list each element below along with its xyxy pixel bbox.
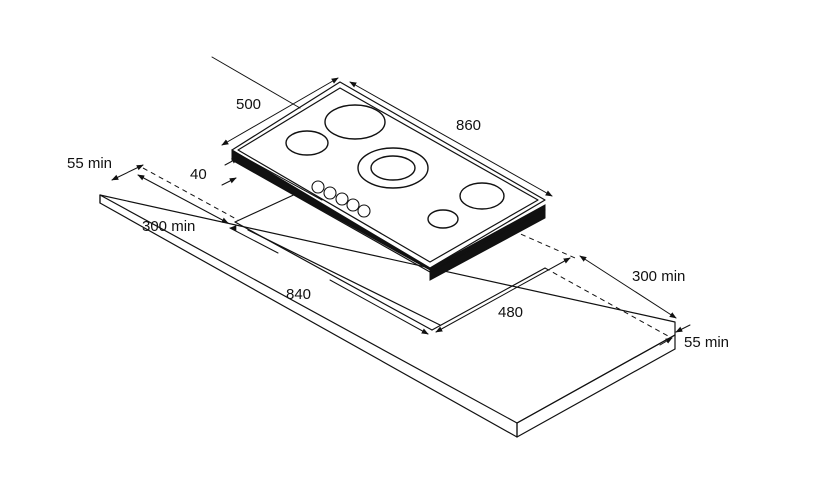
burner-rear-right [459,182,505,210]
label-hob-width: 860 [456,117,481,134]
label-cutout-depth: 480 [498,304,523,321]
dimension-line-hob-width [349,81,553,197]
label-left-clearance: 300 min [142,218,195,235]
dimension-line-rear-clearance [659,324,691,346]
burner-front-right [427,209,459,229]
label-front-clearance: 55 min [67,155,112,172]
dimension-line-hob-depth [211,56,339,146]
control-knobs [311,180,371,218]
dimension-line-front-clearance [111,164,144,181]
burner-rear-left [324,104,386,140]
label-cutout-width: 840 [286,286,311,303]
label-right-clearance: 300 min [632,268,685,285]
burner-center-wok-inner [370,155,416,181]
dimension-line-left-clearance [137,174,229,224]
dimension-line-right-clearance [579,255,677,319]
label-hob-depth: 500 [236,96,261,113]
dimension-line-cutout-depth [435,257,571,333]
label-hob-height: 40 [190,166,207,183]
dimension-line-cutout-width [230,228,429,335]
worktop [99,194,676,438]
burner-front-left [285,130,329,156]
label-rear-clearance: 55 min [684,334,729,351]
